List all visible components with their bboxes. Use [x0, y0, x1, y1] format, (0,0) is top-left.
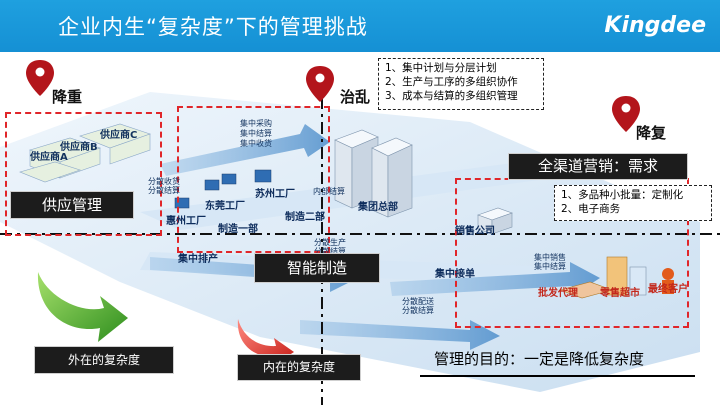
label-dispersed-in-2: 分散结算	[148, 186, 180, 195]
label-central-proc-3: 集中收货	[240, 139, 272, 148]
factory-blocks	[174, 169, 272, 209]
pin-label-middle: 治乱	[340, 88, 371, 106]
demand-notes: 1、多品种小批量：定制化 2、电子商务	[554, 185, 712, 221]
label-central-sched: 集中排产	[178, 254, 218, 265]
flow-arrow	[390, 262, 600, 296]
note-line: 1、多品种小批量：定制化	[561, 189, 684, 201]
label-central-order: 集中接单	[435, 269, 475, 280]
page-title: 企业内生“复杂度”下的管理挑战	[58, 15, 368, 39]
green-arrow	[37, 272, 129, 342]
label-mfg-one: 制造一部	[218, 224, 258, 235]
note-line: 1、集中计划与分层计划	[385, 62, 497, 74]
label-retail: 零售超市	[600, 288, 640, 299]
supply-management-box: 供应管理	[10, 191, 134, 219]
label-dispersed-prod-1: 分散生产	[314, 238, 346, 247]
pin-left	[26, 60, 54, 96]
omnichannel-marketing-box: 全渠道营销：需求	[508, 153, 688, 180]
label-internal-settle: 内部结算	[313, 187, 345, 196]
smart-manufacturing-box: 智能制造	[254, 253, 380, 283]
label-wholesale: 批发代理	[538, 288, 578, 299]
label-dispersed-ship-1: 分散配送	[402, 297, 434, 306]
label-dongguan-factory: 东莞工厂	[205, 201, 245, 212]
hq-towers	[334, 129, 413, 218]
pin-right	[612, 96, 640, 132]
note-line: 3、成本与结算的多组织管理	[385, 90, 518, 102]
note-line: 2、生产与工序的多组织协作	[385, 76, 518, 88]
label-supplier-a: 供应商A	[30, 152, 68, 163]
management-purpose: 管理的目的：一定是降低复杂度	[434, 350, 645, 368]
label-dispersed-prod-2: 分散结算	[314, 247, 346, 256]
label-suzhou-factory: 苏州工厂	[255, 189, 295, 200]
label-end-customer: 最终客户	[648, 284, 688, 295]
label-supplier-b: 供应商B	[60, 142, 98, 153]
supply-region	[5, 112, 162, 236]
outer-complexity-box: 外在的复杂度	[34, 346, 174, 374]
retail-area	[559, 256, 674, 299]
pin-middle	[306, 66, 334, 102]
pin-label-left: 降重	[52, 88, 83, 106]
note-line: 2、电子商务	[561, 203, 621, 215]
label-central-sales-2: 集中结算	[534, 262, 566, 271]
brand-logo: Kingdee	[604, 13, 706, 38]
inner-complexity-box: 内在的复杂度	[237, 354, 361, 381]
label-central-proc-2: 集中结算	[240, 129, 272, 138]
label-dispersed-in-1: 分散收货	[148, 177, 180, 186]
label-group-hq: 集团总部	[358, 202, 398, 213]
title-bar: 企业内生“复杂度”下的管理挑战 Kingdee	[0, 0, 720, 52]
coordination-notes: 1、集中计划与分层计划 2、生产与工序的多组织协作 3、成本与结算的多组织管理	[378, 58, 544, 110]
flow-arrow	[160, 124, 330, 176]
diagram-canvas: 降重 治乱 降复 供应商C 供应商B 供应商A 集中采购 集中结算 集中收货 分…	[0, 52, 720, 405]
label-central-proc-1: 集中采购	[240, 119, 272, 128]
manufacturing-region	[177, 106, 330, 253]
supplier-buildings	[19, 123, 151, 183]
sales-office	[477, 207, 513, 235]
pin-label-right: 降复	[636, 124, 667, 142]
label-supplier-c: 供应商C	[100, 130, 138, 141]
label-central-sales-1: 集中销售	[534, 253, 566, 262]
flow-arrow	[300, 320, 500, 350]
purpose-underline	[420, 375, 695, 377]
label-dispersed-ship-2: 分散结算	[402, 306, 434, 315]
label-mfg-two: 制造二部	[285, 212, 325, 223]
label-sales-co: 销售公司	[455, 226, 495, 237]
label-huizhou-factory: 惠州工厂	[166, 216, 206, 227]
